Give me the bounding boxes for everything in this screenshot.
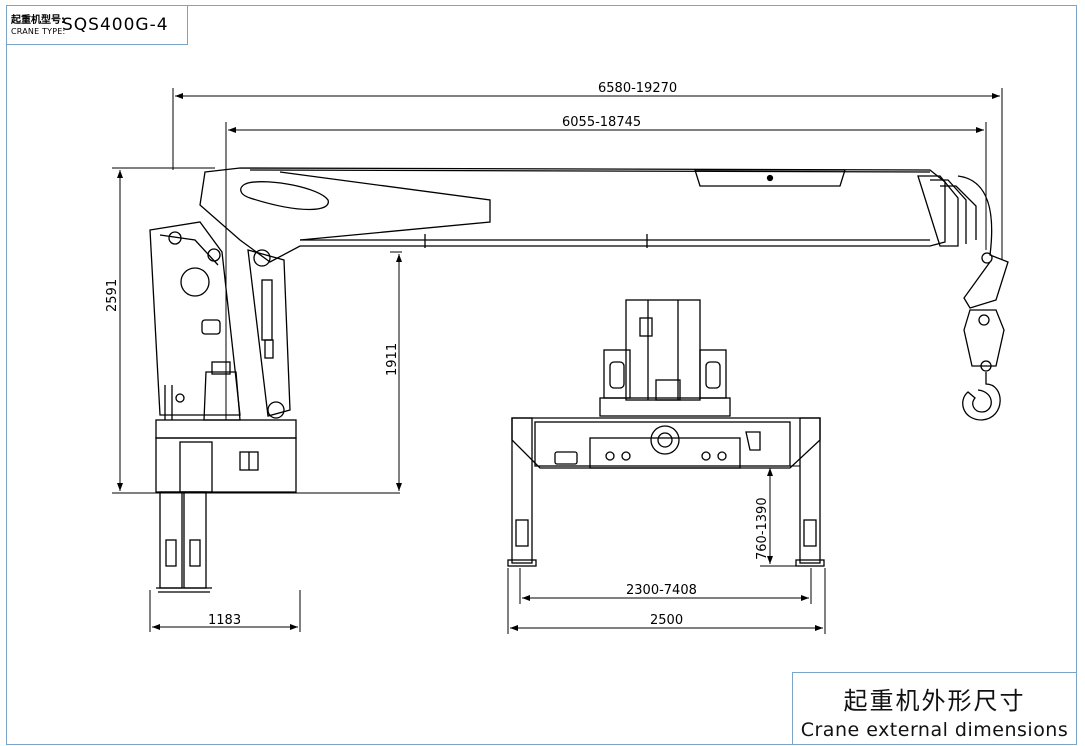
title-english: Crane external dimensions (800, 719, 1069, 741)
dim-label-base-length: 2500 (650, 613, 683, 628)
dim-label-outrigger-height: 760-1390 (755, 497, 770, 560)
drawing-frame (6, 5, 1077, 745)
dimension-max-reach (172, 88, 1003, 260)
dim-label-boom-reach: 6055-18745 (562, 115, 641, 130)
dim-label-base-width: 1183 (208, 613, 241, 628)
crane-type-value: SQS400G-4 (62, 15, 169, 35)
crane-type-box: 起重机型号: CRANE TYPE: SQS400G-4 (6, 5, 188, 45)
dim-label-max-reach: 6580-19270 (598, 81, 677, 96)
title-block: 起重机外形尺寸 Crane external dimensions (792, 672, 1076, 745)
crane-type-label-cn: 起重机型号: (11, 15, 65, 26)
crane-type-label-en: CRANE TYPE: (11, 27, 66, 36)
dim-label-outrigger-span: 2300-7408 (626, 583, 697, 598)
dim-label-total-height: 2591 (105, 279, 120, 312)
dimension-pivot-height (390, 251, 402, 491)
dim-label-pivot-height: 1911 (385, 343, 400, 376)
title-chinese: 起重机外形尺寸 (843, 687, 1026, 715)
dimension-boom-reach (225, 122, 987, 420)
crane-side-view (149, 167, 1009, 593)
dimension-base-width (149, 590, 301, 632)
crane-front-view (507, 299, 825, 567)
dimension-base-length (507, 568, 826, 634)
dimension-outrigger-span (519, 568, 812, 604)
